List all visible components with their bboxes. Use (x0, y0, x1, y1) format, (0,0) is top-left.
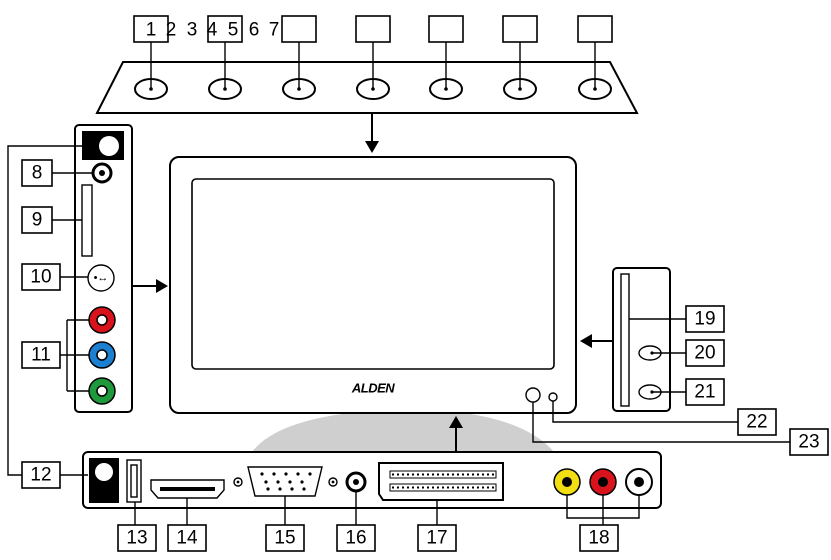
callout-box-21 (685, 378, 725, 406)
vga-port (233, 466, 338, 497)
bottom-callouts: 12 13 14 15 16 17 18 (7, 145, 640, 552)
callout-8: 8 (32, 163, 43, 184)
callout-box-19 (685, 305, 725, 333)
top-panel-outline (95, 61, 639, 114)
callout-box-10 (21, 263, 61, 291)
bottom-panel-outline (82, 451, 662, 509)
callout-16: 16 (345, 528, 366, 549)
callout-17: 17 (426, 528, 447, 549)
top-label-2: 2 (166, 20, 177, 41)
callout-box-18 (579, 524, 619, 552)
callout-15: 15 (274, 528, 295, 549)
tv: ALDEN (169, 156, 577, 452)
callout-19: 19 (694, 309, 715, 330)
top-button-panel: 1 2 3 4 5 6 7 (95, 15, 639, 153)
right-callouts: 19 20 21 22 23 (532, 305, 829, 456)
usb-symbol: •↔ (94, 272, 109, 284)
top-button-3 (282, 78, 316, 100)
top-button-4 (356, 78, 390, 100)
top-label-5: 5 (228, 20, 239, 41)
callout-21: 21 (694, 382, 715, 403)
top-button-5 (429, 78, 463, 100)
callout-box-16 (336, 524, 376, 552)
top-label-box-5 (428, 15, 464, 43)
power-link-line (7, 145, 82, 476)
callout-11: 11 (31, 345, 51, 366)
callout-20: 20 (694, 343, 715, 364)
top-label-6: 6 (249, 20, 260, 41)
top-label-box-6 (502, 15, 538, 43)
right-card-slot (620, 273, 630, 407)
callout-box-9 (21, 206, 53, 234)
top-label-texts: 1 2 3 4 5 6 7 (146, 20, 280, 41)
callout-12: 12 (30, 465, 51, 486)
top-to-tv-arrow (365, 113, 379, 153)
tv-stand (252, 413, 554, 452)
top-button-7 (578, 78, 612, 100)
bottom-to-tv-arrow (449, 416, 463, 452)
top-buttons (134, 42, 612, 100)
left-callouts: 8 9 10 11 (21, 159, 93, 392)
top-label-boxes (133, 15, 613, 43)
callout-10: 10 (30, 267, 51, 288)
top-label-4: 4 (207, 20, 218, 41)
card-slot (81, 184, 93, 257)
top-button-6 (503, 78, 537, 100)
bottom-power-switch-knob (95, 463, 113, 481)
right-to-tv-arrow (580, 334, 613, 348)
right-panel-outline (612, 267, 671, 412)
callout-22: 22 (746, 412, 767, 433)
left-side-panel: •↔ (74, 124, 168, 413)
callout-box-20 (685, 339, 725, 367)
callout-9: 9 (32, 210, 43, 231)
usb-connector-side (87, 264, 115, 292)
callout-box-22 (737, 408, 777, 436)
bottom-usb-port (126, 459, 142, 503)
top-button-2 (208, 78, 242, 100)
callout-box-15 (265, 524, 305, 552)
tv-brand-logo: ALDEN (351, 381, 395, 396)
tv-screen (191, 178, 555, 370)
bottom-connector-panel (82, 416, 662, 509)
top-label-box-7 (577, 15, 613, 43)
callout-23: 23 (798, 432, 819, 453)
callout-13: 13 (126, 528, 147, 549)
callout-box-13 (117, 524, 157, 552)
top-label-7: 7 (269, 20, 280, 41)
left-power-switch-knob (99, 136, 119, 156)
callout-14: 14 (176, 528, 198, 549)
right-side-panel (580, 267, 671, 412)
top-button-1 (134, 78, 168, 100)
top-label-1: 1 (146, 20, 157, 41)
scart-port (378, 462, 504, 501)
hdmi-port (150, 479, 225, 499)
top-label-box-3 (281, 15, 317, 43)
top-label-3: 3 (187, 20, 198, 41)
left-panel-outline (74, 124, 133, 413)
left-to-tv-arrow (132, 279, 168, 293)
callout-18: 18 (588, 528, 609, 549)
top-label-box-4 (355, 15, 391, 43)
